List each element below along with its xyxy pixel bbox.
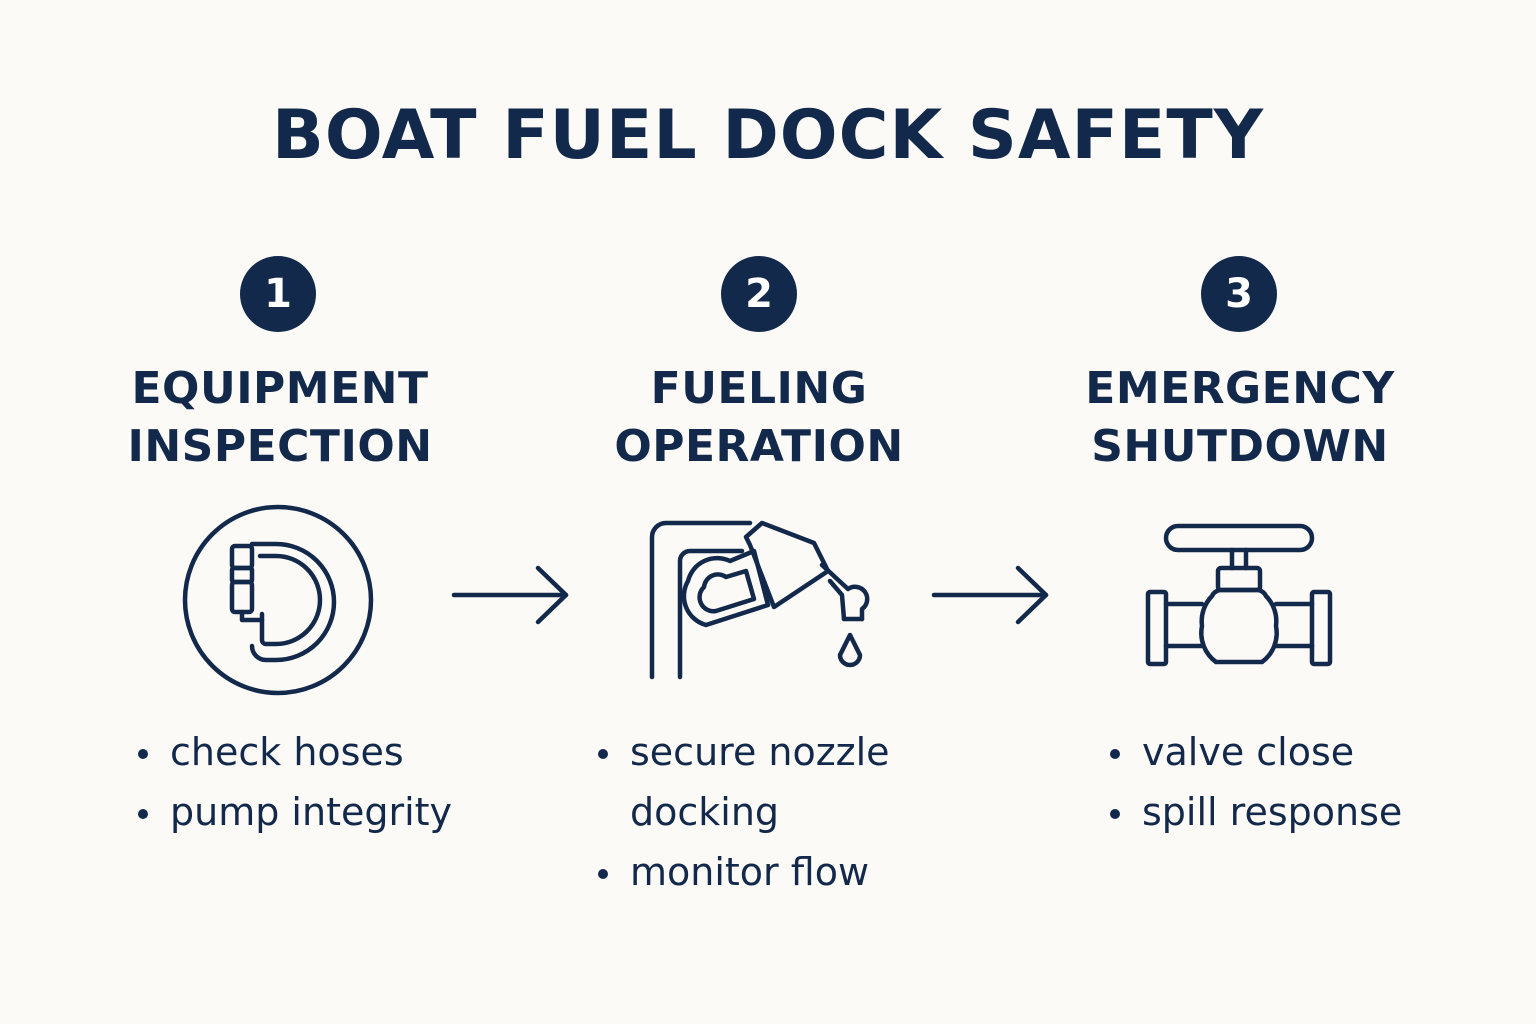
step-2-bullet-1-continued: docking	[630, 790, 780, 834]
step-1-bullet-2: pump integrity	[138, 782, 452, 842]
step-1-bullet-1: check hoses	[138, 722, 452, 782]
arrow-right-icon	[931, 565, 1049, 625]
step-3-bullets: valve close spill response	[1110, 722, 1402, 842]
step-3-title: EMERGENCY SHUTDOWN	[1030, 360, 1450, 476]
step-2-bullet-1: secure nozzle	[598, 722, 890, 782]
step-3-title-line2: SHUTDOWN	[1091, 421, 1389, 472]
step-1-title: EQUIPMENT INSPECTION	[70, 360, 490, 476]
step-1-title-line1: EQUIPMENT	[131, 363, 429, 414]
step-2-number-badge: 2	[721, 256, 797, 332]
step-2-title-line1: FUELING	[650, 363, 868, 414]
step-1-title-line2: INSPECTION	[127, 421, 433, 472]
hose-icon	[182, 504, 374, 696]
arrow-right-icon	[451, 565, 569, 625]
step-1-number-badge: 1	[240, 256, 316, 332]
step-2-bullet-2: monitor flow	[598, 842, 890, 902]
step-2-bullets: secure nozzle docking monitor flow	[598, 722, 890, 902]
step-2-title: FUELING OPERATION	[549, 360, 969, 476]
step-3-number-badge: 3	[1201, 256, 1277, 332]
valve-icon	[1145, 523, 1333, 667]
step-3-bullet-1: valve close	[1110, 722, 1402, 782]
step-3-title-line1: EMERGENCY	[1085, 363, 1395, 414]
step-1-bullets: check hoses pump integrity	[138, 722, 452, 842]
fuel-nozzle-icon	[649, 520, 870, 680]
step-2-title-line2: OPERATION	[614, 421, 904, 472]
step-3-bullet-2: spill response	[1110, 782, 1402, 842]
page-title: BOAT FUEL DOCK SAFETY	[272, 96, 1264, 175]
